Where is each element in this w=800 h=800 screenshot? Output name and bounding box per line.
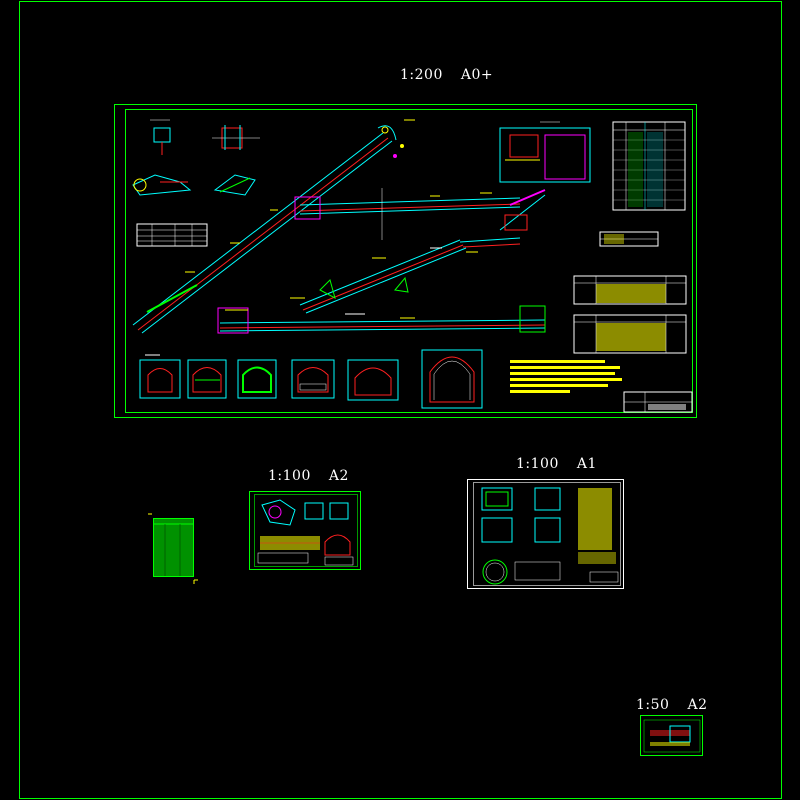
notes-block [510, 360, 622, 393]
sheet-mid-left-paper: A2 [328, 468, 349, 484]
detail-views-top-left [132, 119, 260, 196]
sheet-main-border [114, 104, 697, 418]
sheet-mid-left-scale: 1:100 [268, 468, 311, 484]
sheet-main[interactable] [114, 104, 697, 418]
title-block-main [623, 391, 693, 413]
table-left [136, 223, 208, 247]
sheet-mid-right-label: 1:100 A1 [516, 456, 597, 472]
outer-frame [19, 1, 782, 799]
table-right-mid [573, 275, 687, 305]
sheet-main-scale: 1:200 [400, 67, 443, 83]
sheet-mid-right-scale: 1:100 [516, 456, 559, 472]
table-right-lower [573, 314, 687, 354]
bottom-roadway [217, 305, 546, 334]
sheet-green-list[interactable] [148, 513, 198, 584]
table-right-small [599, 231, 659, 247]
detail-top-right [499, 121, 591, 183]
table-right-large [612, 121, 686, 211]
sheet-main-inner-border [125, 109, 693, 413]
sheet-main-paper: A0+ [460, 67, 494, 83]
sheet-mid-left-label: 1:100 A2 [268, 468, 349, 484]
sheet-bottom-right-paper: A2 [687, 697, 708, 713]
inclined-shaft-upper [132, 119, 415, 334]
sheet-mid-right-paper: A1 [576, 456, 597, 472]
sheet-main-label: 1:200 A0+ [400, 67, 493, 83]
sheet-bottom-right[interactable] [640, 715, 703, 756]
sheet-mid-right[interactable] [467, 479, 624, 589]
sheet-bottom-right-scale: 1:50 [636, 697, 670, 713]
cross-sections [139, 349, 483, 409]
upper-roadway [294, 188, 546, 240]
sheet-mid-left[interactable] [249, 491, 361, 570]
sheet-bottom-right-label: 1:50 A2 [636, 697, 707, 713]
lower-incline [290, 237, 521, 314]
